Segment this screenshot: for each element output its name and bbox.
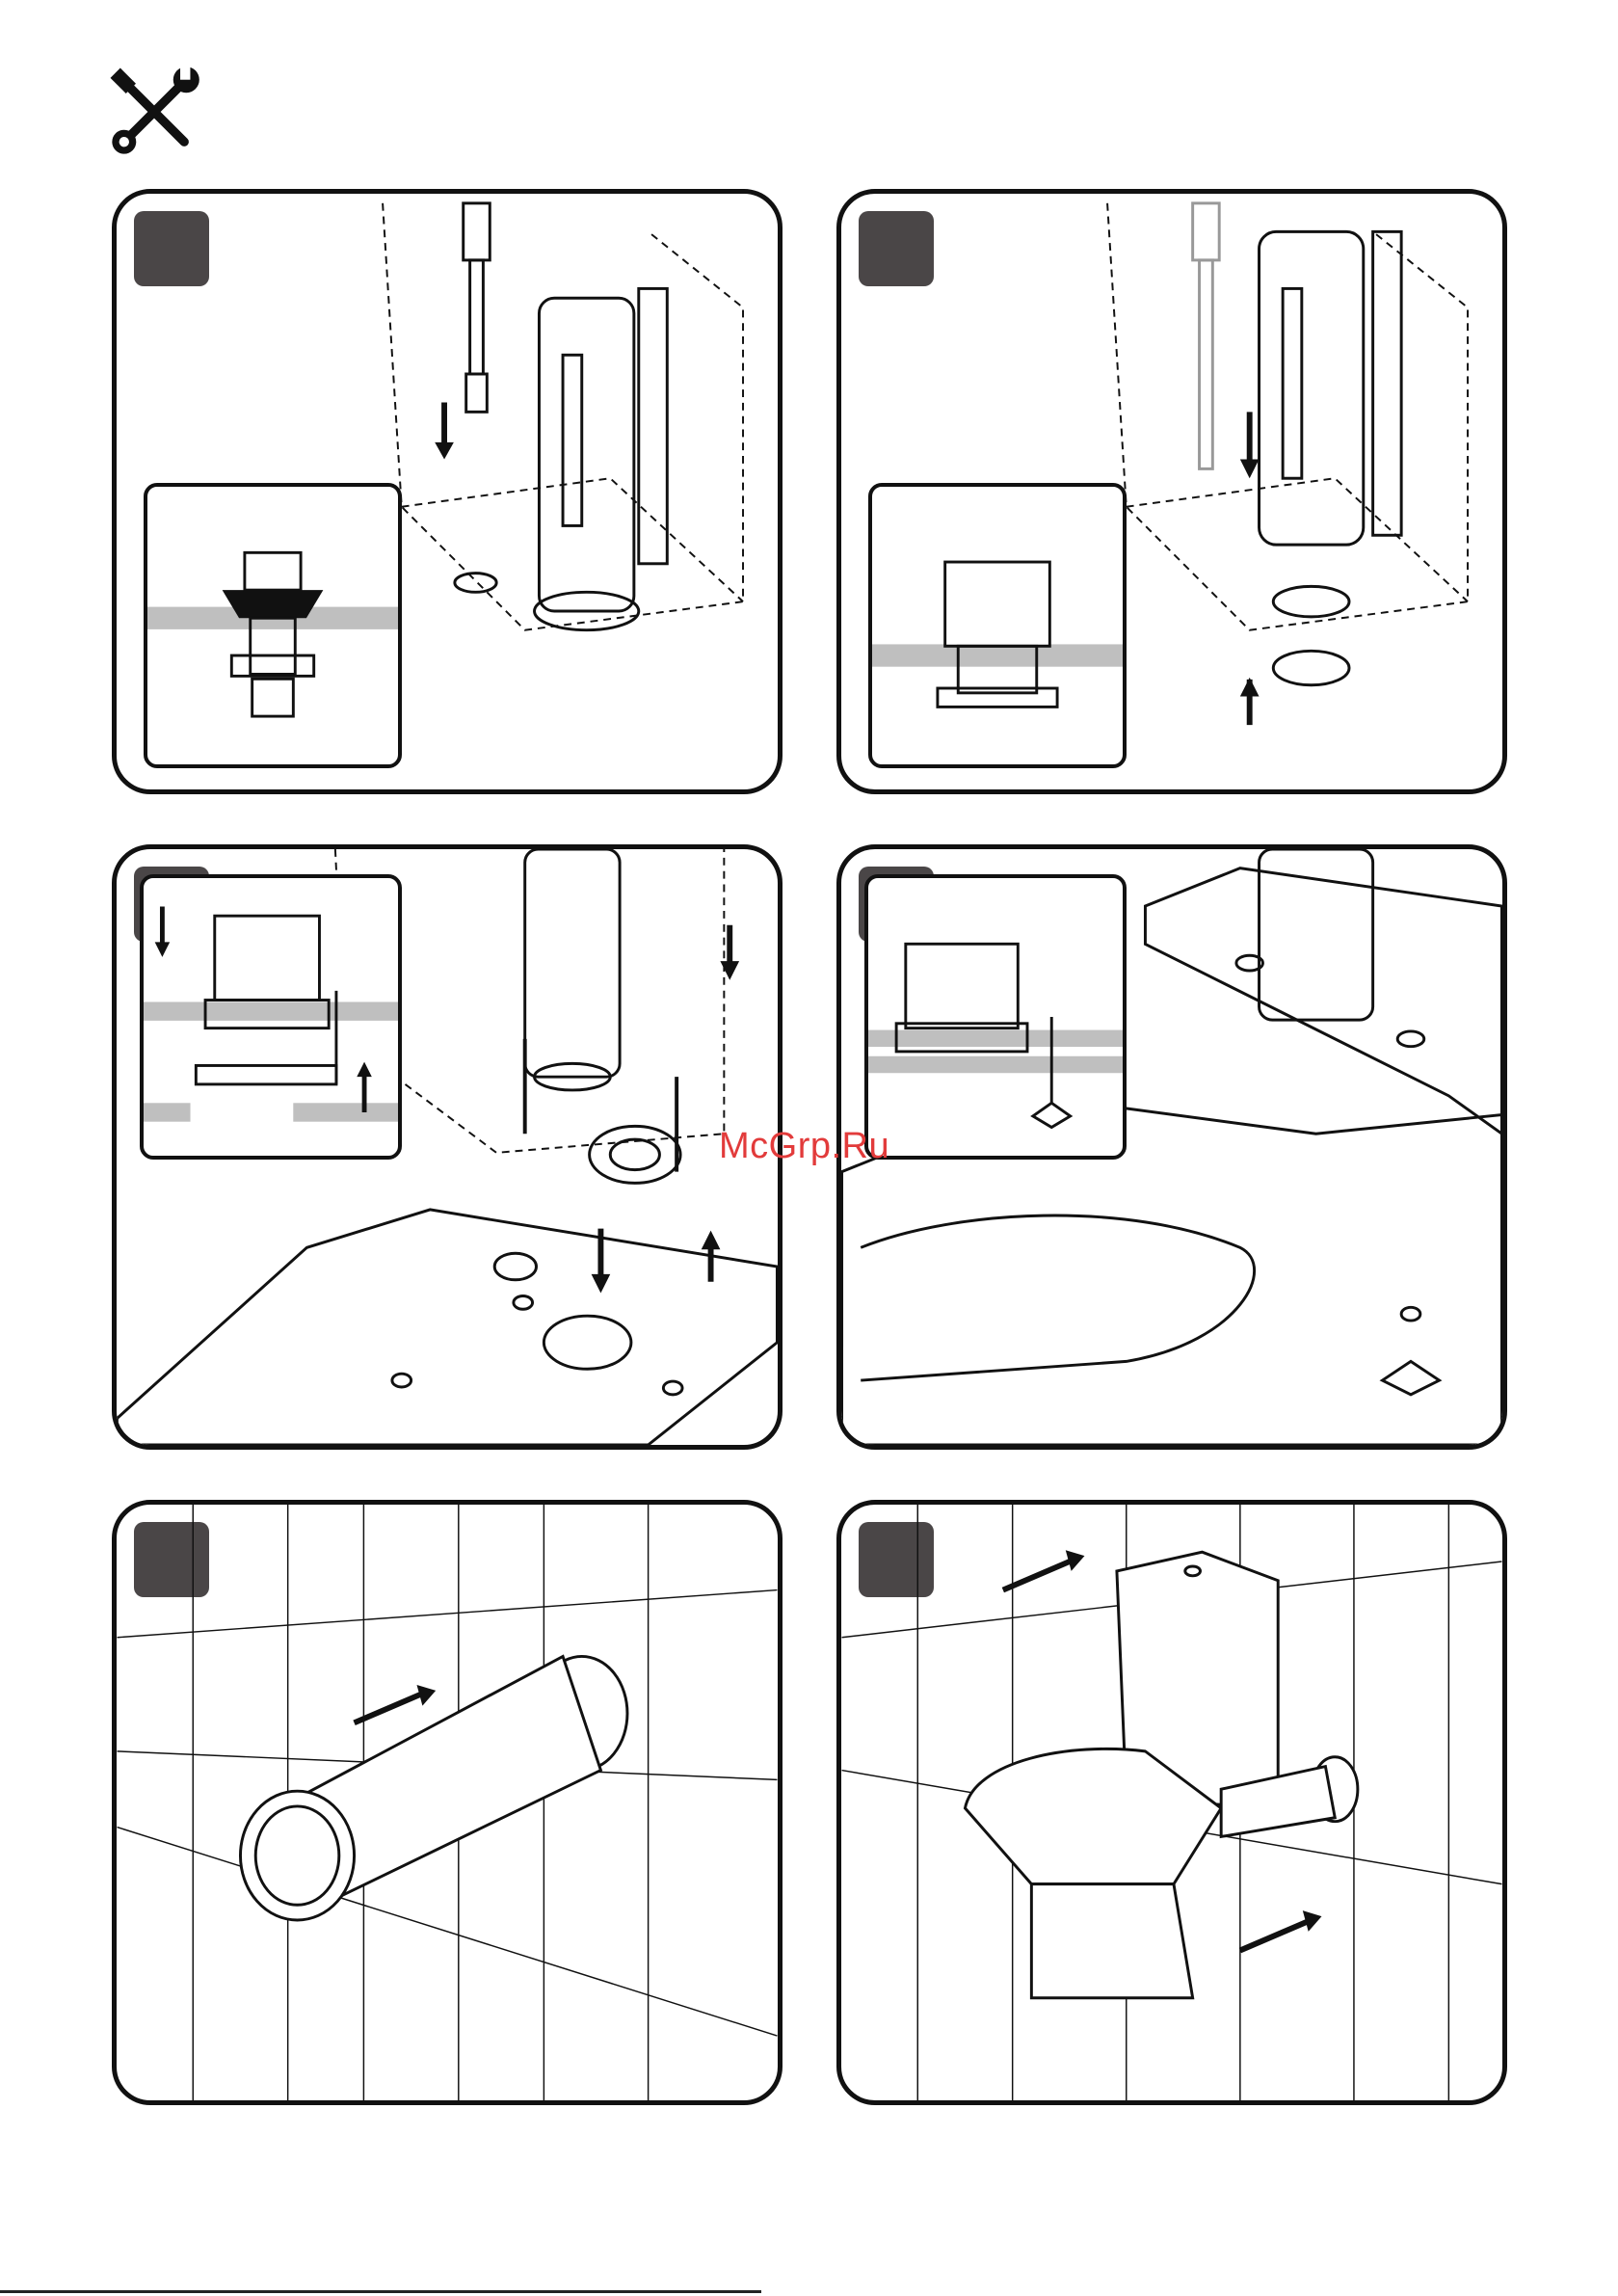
step-1-detail-inset [144, 483, 402, 768]
step-4-detail-inset [864, 874, 1127, 1160]
footer-rule [0, 2290, 761, 2293]
toilet-to-wall-illustration [841, 1505, 1502, 2100]
wrench-screwdriver-icon [104, 62, 204, 162]
pan-connector-illustration [117, 1505, 778, 2100]
step-3-detail-inset [140, 874, 402, 1160]
step-panel-4 [836, 844, 1507, 1450]
step-panel-1 [112, 189, 782, 794]
step-panel-3 [112, 844, 782, 1450]
watermark: McGrp.Ru [719, 1126, 889, 1167]
step-2-detail-inset [868, 483, 1127, 768]
step-panel-6 [836, 1500, 1507, 2105]
step-panel-5 [112, 1500, 782, 2105]
step-panel-2 [836, 189, 1507, 794]
